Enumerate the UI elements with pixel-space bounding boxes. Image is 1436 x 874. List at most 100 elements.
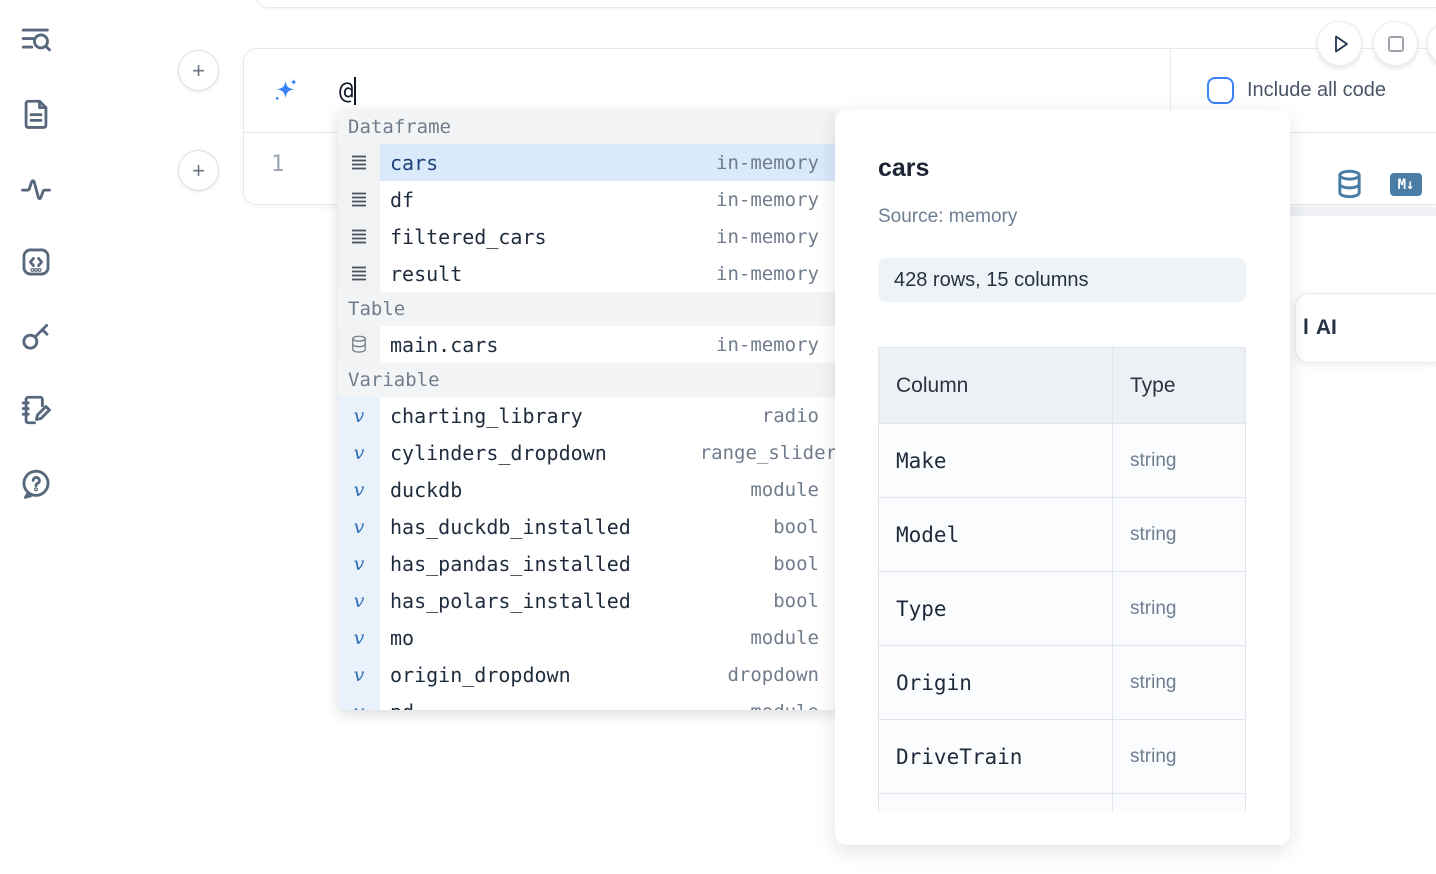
item-type: module xyxy=(750,619,835,656)
schema-row: Makestring xyxy=(879,424,1246,498)
document-icon xyxy=(19,97,53,131)
clipped-text: l xyxy=(1303,316,1309,340)
sidebar-item-search[interactable] xyxy=(18,22,54,58)
autocomplete-popup: Dataframe carsin-memory dfin-memory filt… xyxy=(338,110,835,710)
schema-row: Typestring xyxy=(879,572,1246,646)
autocomplete-item-cars[interactable]: carsin-memory xyxy=(338,144,835,181)
item-name: origin_dropdown xyxy=(380,656,727,693)
cell-toolbar: M↓ xyxy=(1336,169,1422,200)
autocomplete-item-mo[interactable]: vmomodule xyxy=(338,619,835,656)
autocomplete-item-main.cars[interactable]: main.carsin-memory xyxy=(338,326,835,363)
include-all-code-checkbox[interactable] xyxy=(1207,77,1234,104)
item-type: in-memory xyxy=(716,181,835,218)
schema-column-name: Model xyxy=(879,498,1113,572)
variable-icon: v xyxy=(354,664,365,686)
item-name: filtered_cars xyxy=(380,218,716,255)
item-type: in-memory xyxy=(716,218,835,255)
item-name: has_polars_installed xyxy=(380,582,773,619)
schema-column-name: DriveTrain xyxy=(879,720,1113,794)
dataframe-rows-icon xyxy=(350,190,368,209)
schema-column-name xyxy=(879,794,1113,812)
autocomplete-item-df[interactable]: dfin-memory xyxy=(338,181,835,218)
line-number: 1 xyxy=(271,152,284,177)
item-name: main.cars xyxy=(380,326,716,363)
run-cell-button[interactable] xyxy=(1317,21,1362,66)
sidebar-item-files[interactable] xyxy=(18,96,54,132)
ai-button-label: AI xyxy=(1316,316,1337,340)
item-type: module xyxy=(750,471,835,508)
item-name: duckdb xyxy=(380,471,750,508)
help-icon xyxy=(19,467,53,501)
item-type: in-memory xyxy=(716,144,835,181)
prompt-text: @ xyxy=(339,77,353,105)
autocomplete-item-charting_library[interactable]: vcharting_libraryradio xyxy=(338,397,835,434)
schema-column-name: Make xyxy=(879,424,1113,498)
markdown-toggle-button[interactable]: M↓ xyxy=(1390,173,1422,196)
variable-icon: v xyxy=(354,553,365,575)
database-icon xyxy=(350,335,368,354)
generate-with-ai-button[interactable]: l AI xyxy=(1295,293,1436,363)
schema-column-name: Origin xyxy=(879,646,1113,720)
sidebar-item-snippets[interactable] xyxy=(18,244,54,280)
play-icon xyxy=(1327,31,1353,57)
variable-icon: v xyxy=(354,442,365,464)
item-type: bool xyxy=(773,508,835,545)
cell-output-strip xyxy=(1290,207,1436,216)
dataframe-rows-icon xyxy=(350,153,368,172)
item-name: cars xyxy=(380,144,716,181)
schema-table-wrap: ColumnTypeMakestringModelstringTypestrin… xyxy=(878,347,1246,811)
schema-column-type: string xyxy=(1113,424,1246,498)
item-name: has_pandas_installed xyxy=(380,545,773,582)
item-name: result xyxy=(380,255,716,292)
database-toolbar-button[interactable] xyxy=(1336,169,1363,200)
autocomplete-item-origin_dropdown[interactable]: v origin_dropdowndropdown xyxy=(338,656,835,693)
add-cell-button-bottom[interactable]: + xyxy=(178,150,219,191)
add-cell-button-top[interactable]: + xyxy=(178,50,219,91)
schema-table: ColumnTypeMakestringModelstringTypestrin… xyxy=(878,347,1246,811)
item-name: df xyxy=(380,181,716,218)
list-search-icon xyxy=(19,23,53,57)
preview-title: cars xyxy=(878,154,929,183)
autocomplete-section-header: Variable xyxy=(338,363,835,397)
variable-icon: v xyxy=(354,405,365,427)
sparkles-icon xyxy=(272,77,299,104)
autocomplete-item-cylinders_dropdown[interactable]: vcylinders_dropdownrange_slider xyxy=(338,434,835,471)
schema-row xyxy=(879,794,1246,812)
schema-column-header: Type xyxy=(1113,348,1246,424)
sidebar-item-secrets[interactable] xyxy=(18,318,54,354)
variable-icon: v xyxy=(354,479,365,501)
schema-column-name: Type xyxy=(879,572,1113,646)
dataframe-preview-panel: cars Source: memory 428 rows, 15 columns… xyxy=(835,110,1290,845)
item-type: bool xyxy=(773,545,835,582)
autocomplete-section-header: Dataframe xyxy=(338,110,835,144)
include-all-code-label: Include all code xyxy=(1247,79,1386,102)
sidebar-item-activity[interactable] xyxy=(18,170,54,206)
dataframe-rows-icon xyxy=(350,227,368,246)
item-type: dropdown xyxy=(727,656,835,693)
stop-cell-button[interactable] xyxy=(1373,21,1418,66)
schema-column-header: Column xyxy=(879,348,1113,424)
schema-row: DriveTrainstring xyxy=(879,720,1246,794)
autocomplete-item-has_pandas_installed[interactable]: v has_pandas_installedbool xyxy=(338,545,835,582)
autocomplete-item-pd[interactable]: vpdmodule xyxy=(338,693,835,710)
item-type: in-memory xyxy=(716,326,835,363)
autocomplete-item-has_polars_installed[interactable]: vhas_polars_installedbool xyxy=(338,582,835,619)
schema-column-type: string xyxy=(1113,720,1246,794)
autocomplete-item-result[interactable]: resultin-memory xyxy=(338,255,835,292)
sidebar-item-scratchpad[interactable] xyxy=(18,392,54,428)
variable-icon: v xyxy=(354,516,365,538)
sidebar xyxy=(18,22,54,502)
autocomplete-item-duckdb[interactable]: vduckdbmodule xyxy=(338,471,835,508)
database-icon xyxy=(1336,169,1363,200)
item-type: module xyxy=(750,693,835,710)
scratchpad-icon xyxy=(19,393,53,427)
preview-source: Source: memory xyxy=(878,206,1017,228)
variable-icon: v xyxy=(354,627,365,649)
sidebar-item-help[interactable] xyxy=(18,466,54,502)
autocomplete-item-has_duckdb_installed[interactable]: vhas_duckdb_installedbool xyxy=(338,508,835,545)
schema-column-type: string xyxy=(1113,646,1246,720)
item-type: bool xyxy=(773,582,835,619)
item-type: in-memory xyxy=(716,255,835,292)
autocomplete-item-filtered_cars[interactable]: filtered_carsin-memory xyxy=(338,218,835,255)
shape-badge: 428 rows, 15 columns xyxy=(878,258,1246,302)
